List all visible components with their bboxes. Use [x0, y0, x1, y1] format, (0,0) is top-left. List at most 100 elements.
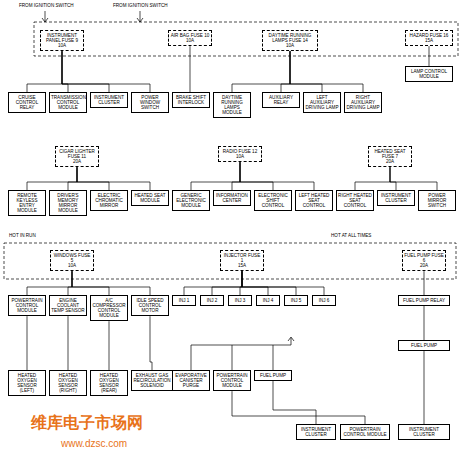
wire-connector [424, 351, 425, 424]
component-box: A/C COMPRESSOR CONTROL MODULE [90, 295, 128, 321]
component-name: A/C COMPRESSOR CONTROL MODULE [92, 298, 126, 318]
wire-note: HOT AT ALL TIMES [330, 233, 372, 238]
component-name: HEATED OXYGEN SENSOR (REAR) [92, 373, 126, 393]
component-name: DAYTIME RUNNING LAMPS FUSE 14 [264, 33, 316, 43]
ignition-feed-wire [140, 11, 141, 22]
component-name: POWER MIRROR SWITCH [420, 193, 454, 208]
component-name: HEATED OXYGEN SENSOR (RIGHT) [51, 373, 85, 393]
component-name: INSTRUMENT CLUSTER [298, 427, 334, 437]
component-box: POWER WINDOW SWITCH [131, 92, 169, 113]
fuse-block-outline [34, 22, 458, 56]
component-name: INJ 2 [202, 298, 222, 303]
component-box: DAYTIME RUNNING LAMPS MODULE [213, 92, 251, 118]
wire-connector [242, 271, 296, 295]
wire-connector [62, 51, 150, 92]
wire-connector [232, 162, 240, 190]
component-name: INJECTOR FUSE 1 [222, 253, 262, 263]
component-box: IDLE SPEED CONTROL MOTOR [131, 295, 169, 316]
component-box: AUXILIARY RELAY [262, 92, 300, 108]
component-box: FUEL PUMP [398, 340, 450, 351]
component-box: HEATED OXYGEN SENSOR (RIGHT) [49, 370, 87, 396]
wire-connector [77, 167, 150, 190]
feed-arrow [288, 337, 294, 341]
feed-wire [191, 345, 192, 370]
component-name: AIR BAG FUSE 10 [170, 33, 210, 38]
fuse-box: DAYTIME RUNNING LAMPS FUSE 1410A [262, 30, 318, 51]
wire-connector [62, 51, 68, 92]
wire-note: FROM IGNITION SWITCH [112, 3, 169, 8]
component-box: LAMP CONTROL MODULE [405, 66, 453, 82]
component-box: INJ 6 [312, 295, 336, 306]
component-name: INJ 4 [258, 298, 278, 303]
wire-connector [68, 167, 77, 190]
component-name: EVAPORATIVE CANISTER PURGE [174, 373, 208, 388]
wire-connector [232, 391, 365, 424]
wire-connector [429, 46, 430, 66]
component-name: FUEL PUMP FUSE 6 [404, 253, 444, 263]
wire-connector [242, 271, 268, 295]
component-box: POWERTRAIN CONTROL MODULE [340, 424, 390, 440]
component-box: LEFT AUXILIARY DRIVING LAMP [303, 92, 341, 113]
component-name: ENGINE COOLANT TEMP SENSOR [51, 298, 85, 313]
wire-connector [232, 51, 290, 92]
feed-wire [291, 338, 292, 345]
component-name: AUXILIARY RELAY [264, 95, 298, 105]
wire-connector [150, 316, 152, 370]
fuse-rating: 10A [52, 263, 92, 268]
fuse-box: HEATED SEAT FUSE 720A [368, 146, 412, 167]
wire-note: FROM IGNITION SWITCH [18, 3, 75, 8]
wire-connector [27, 271, 72, 295]
wire-connector [424, 271, 425, 295]
wire-connector [290, 51, 322, 92]
component-name: GENERIC ELECTRONIC MODULE [174, 193, 208, 208]
component-name: INSTRUMENT CLUSTER [92, 95, 126, 105]
component-name: TRANSMISSION CONTROL MODULE [51, 95, 85, 110]
wire-connector [290, 51, 363, 92]
fuse-box: RADIO FUSE 1210A [218, 146, 262, 162]
component-box: INSTRUMENT CLUSTER [90, 92, 128, 108]
fuse-rating: 10A [264, 43, 316, 48]
component-box: INFORMATION CENTER [213, 190, 251, 206]
component-box: FUEL PUMP RELAY [398, 295, 450, 306]
component-name: INJ 1 [174, 298, 194, 303]
wire-connector [190, 46, 191, 92]
component-name: POWERTRAIN CONTROL MODULE [10, 298, 44, 313]
component-box: HEATED OXYGEN SENSOR (LEFT) [8, 370, 46, 396]
fuse-rating: 10A [170, 38, 210, 43]
wire-connector [355, 167, 390, 190]
feed-wire [273, 345, 274, 370]
component-name: WINDOWS FUSE 5 [52, 253, 92, 263]
fuse-box: WINDOWS FUSE 510A [50, 250, 94, 271]
component-box: ELECTRONIC SHIFT CONTROL [254, 190, 292, 211]
component-box: ENGINE COOLANT TEMP SENSOR [49, 295, 87, 316]
component-name: LAMP CONTROL MODULE [407, 69, 451, 79]
component-box: FUEL PUMP [254, 370, 292, 381]
component-box: DRIVER'S MEMORY MIRROR MODULE [49, 190, 87, 216]
component-box: CRUISE CONTROL RELAY [8, 92, 46, 113]
component-name: HEATED OXYGEN SENSOR (LEFT) [10, 373, 44, 393]
component-box: EXHAUST GAS RECIRCULATION SOLENOID [131, 370, 173, 391]
wire-connector [242, 271, 324, 295]
wire-connector [184, 271, 242, 295]
component-name: CIGAR LIGHTER FUSE 11 [57, 149, 97, 159]
fuse-rating: 15A [407, 38, 451, 43]
component-box: INSTRUMENT CLUSTER [377, 190, 415, 206]
component-box: POWERTRAIN CONTROL MODULE [8, 295, 46, 316]
feed-bus-wire [191, 345, 291, 346]
component-box: INJ 3 [228, 295, 252, 306]
wire-connector [390, 167, 437, 190]
component-name: HEATED SEAT FUSE 7 [370, 149, 410, 159]
component-name: FUEL PUMP [400, 343, 448, 348]
component-box: BRAKE SHIFT INTERLOCK [172, 92, 210, 108]
wire-connector [240, 162, 314, 190]
component-name: RIGHT HEATED SEAT CONTROL [338, 193, 372, 208]
wire-connector [68, 271, 72, 295]
component-box: POWERTRAIN CONTROL MODULE [213, 370, 251, 391]
wire-connector [390, 167, 396, 190]
fuse-rating: 20A [370, 159, 410, 164]
wire-connector [77, 167, 109, 190]
wire-connector [424, 306, 425, 340]
component-box: INJ 2 [200, 295, 224, 306]
component-name: CRUISE CONTROL RELAY [10, 95, 44, 110]
